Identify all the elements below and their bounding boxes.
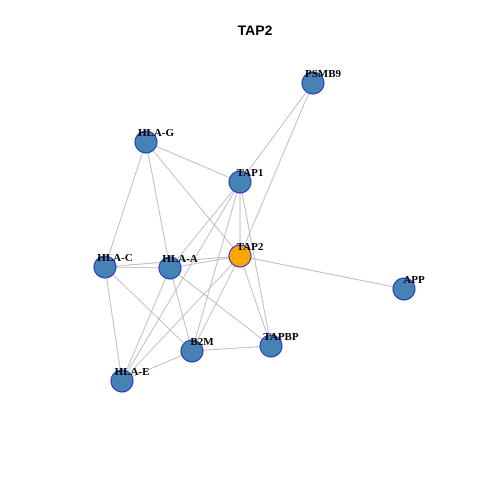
edge-hla-c-hla-e bbox=[104, 266, 123, 382]
node-label-hla-c: HLA-C bbox=[97, 252, 133, 264]
edge-hla-g-tap1 bbox=[145, 141, 241, 183]
node-label-tap2: TAP2 bbox=[237, 241, 264, 253]
edge-b2m-tapbp bbox=[191, 345, 272, 352]
node-label-psmb9: PSMB9 bbox=[305, 68, 342, 80]
node-tapbp[interactable] bbox=[259, 334, 283, 358]
node-psmb9[interactable] bbox=[301, 71, 325, 95]
edge-hla-a-tapbp bbox=[169, 267, 272, 347]
edge-psmb9-tap1 bbox=[239, 82, 314, 183]
node-label-hla-a: HLA-A bbox=[162, 253, 198, 265]
node-hla-a[interactable] bbox=[158, 256, 182, 280]
edge-tap1-hla-a bbox=[169, 181, 241, 269]
edge-hla-a-hla-e bbox=[121, 267, 171, 382]
edge-b2m-hla-e bbox=[121, 350, 193, 382]
node-label-app: APP bbox=[403, 274, 425, 286]
node-hla-c[interactable] bbox=[93, 255, 117, 279]
node-label-tap1: TAP1 bbox=[237, 167, 264, 179]
node-label-hla-g: HLA-G bbox=[138, 127, 175, 139]
nodes-layer bbox=[93, 71, 416, 393]
edge-hla-a-b2m bbox=[169, 267, 193, 352]
edge-tap2-hla-e bbox=[121, 255, 241, 382]
node-label-hla-e: HLA-E bbox=[115, 366, 150, 378]
node-label-b2m: B2M bbox=[190, 336, 214, 348]
edge-tap1-b2m bbox=[191, 181, 241, 352]
edge-psmb9-tap2 bbox=[239, 82, 314, 257]
edge-tap1-hla-e bbox=[121, 181, 241, 382]
node-tap2[interactable] bbox=[228, 244, 252, 268]
node-tap1[interactable] bbox=[228, 170, 252, 194]
edge-tap1-tapbp bbox=[239, 181, 272, 347]
edge-hla-g-hla-a bbox=[145, 141, 171, 269]
edge-hla-g-hla-c bbox=[104, 141, 147, 268]
node-hla-e[interactable] bbox=[110, 369, 134, 393]
edge-tap2-app bbox=[239, 255, 405, 290]
node-label-tapbp: TAPBP bbox=[263, 331, 299, 343]
node-hla-g[interactable] bbox=[134, 130, 158, 154]
edge-tap2-tapbp bbox=[239, 255, 272, 347]
node-b2m[interactable] bbox=[180, 339, 204, 363]
edge-hla-c-b2m bbox=[104, 266, 193, 352]
diagram-title: TAP2 bbox=[238, 22, 273, 38]
node-app[interactable] bbox=[392, 277, 416, 301]
edge-tap2-hla-a bbox=[169, 255, 241, 269]
